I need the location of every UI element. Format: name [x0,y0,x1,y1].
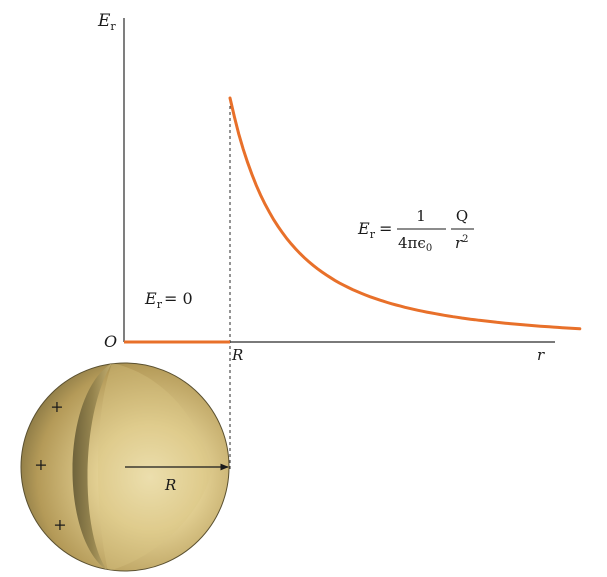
frac1-denominator: 4πϵ0 [398,234,432,254]
charge-plus-2: + [34,455,47,474]
field-outside-curve [228,96,582,331]
frac2-denominator: r2 [455,234,469,252]
y-axis-label: Er [97,11,116,33]
x-axis-label: r [537,346,545,364]
outside-field-equation: Er= 1 4πϵ0 Q r2 [357,207,474,254]
charged-sphere: + + + R [20,362,230,572]
inside-field-equation: Er= 0 [144,289,193,311]
charge-plus-3: + [53,515,66,534]
frac1-numerator: 1 [416,207,426,225]
origin-label: O [104,332,117,351]
outside-eq-lhs: Er= [357,219,392,241]
radius-label-sphere: R [164,476,176,494]
charge-plus-1: + [50,397,63,416]
frac2-numerator: Q [456,207,468,225]
sphere-cutaway-shadow [72,363,112,571]
radius-tick-label: R [231,346,243,364]
